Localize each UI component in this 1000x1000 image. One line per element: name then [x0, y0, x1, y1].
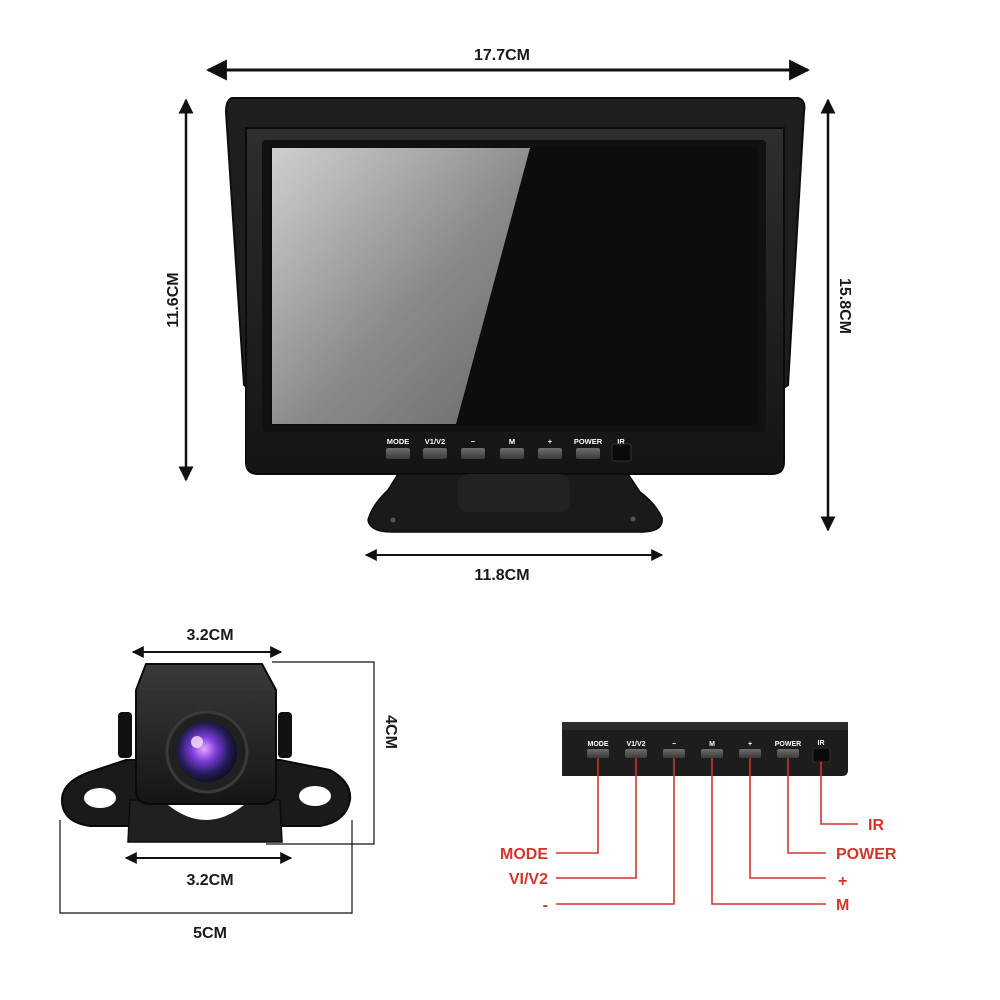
callout-plus: +	[838, 873, 847, 890]
closeup-label-power: POWER	[775, 741, 801, 748]
camera-lens	[177, 722, 237, 782]
stand-screw-right	[630, 516, 636, 522]
plus-button[interactable]	[538, 448, 562, 459]
callout-line-m	[711, 758, 826, 905]
closeup-power-button[interactable]	[777, 749, 799, 758]
callout-power: POWER	[836, 846, 897, 863]
label-power: POWER	[574, 437, 603, 446]
minus-button[interactable]	[461, 448, 485, 459]
closeup-plus-button[interactable]	[739, 749, 761, 758]
camera-knob-left	[118, 712, 132, 758]
camera-top-width-label: 3.2CM	[186, 627, 233, 644]
callout-line-ir	[820, 762, 858, 825]
m-button[interactable]	[500, 448, 524, 459]
mode-button[interactable]	[386, 448, 410, 459]
ir-sensor	[611, 443, 632, 462]
callout-mode: MODE	[500, 846, 548, 863]
closeup-label-v1v2: V1/V2	[626, 741, 645, 748]
closeup-panel-top	[562, 722, 848, 730]
monitor-screen-height-label: 11.6CM	[165, 272, 182, 327]
label-plus: +	[548, 437, 553, 446]
camera-lens-highlight	[191, 736, 203, 748]
backup-camera	[60, 663, 352, 843]
callout-v1v2: VI/V2	[509, 871, 548, 888]
camera-bracket-width-line	[59, 820, 353, 914]
label-m: M	[509, 437, 515, 446]
closeup-label-ir: IR	[818, 740, 825, 747]
stand-width-label: 11.8CM	[474, 567, 529, 584]
monitor-width-label: 17.7CM	[474, 47, 530, 64]
label-mode: MODE	[387, 437, 410, 446]
closeup-v1v2-button[interactable]	[625, 749, 647, 758]
monitor-button-panel: MODE V1/V2 − M + POWER IR	[386, 437, 632, 462]
closeup-label-plus: +	[748, 741, 752, 748]
closeup-mode-button[interactable]	[587, 749, 609, 758]
monitor: MODE V1/V2 − M + POWER IR	[224, 97, 806, 533]
label-ir: IR	[617, 437, 625, 446]
callout-line-minus	[556, 758, 675, 905]
callout-line-power	[787, 758, 826, 854]
closeup-minus-button[interactable]	[663, 749, 685, 758]
camera-height-label: 4CM	[382, 715, 399, 749]
power-button[interactable]	[576, 448, 600, 459]
camera-height-bracket	[266, 661, 375, 845]
screen-glare	[272, 148, 530, 424]
stand-neck	[458, 474, 570, 512]
callout-line-mode	[556, 758, 599, 854]
callout-ir: IR	[868, 817, 884, 834]
monitor-total-height-label: 15.8CM	[836, 278, 853, 334]
callout-line-plus	[749, 758, 826, 879]
closeup-label-minus: −	[672, 741, 676, 748]
camera-knob-right	[278, 712, 292, 758]
closeup-label-mode: MODE	[588, 741, 609, 748]
camera-bottom-width-label: 3.2CM	[186, 872, 233, 889]
callout-minus: -	[543, 897, 548, 914]
closeup-m-button[interactable]	[701, 749, 723, 758]
bracket-hole-right	[299, 786, 331, 806]
stand-screw-left	[390, 517, 396, 523]
closeup-label-m: M	[709, 741, 715, 748]
camera-base-window	[168, 805, 244, 820]
callout-line-v1v2	[556, 758, 637, 879]
label-minus: −	[471, 437, 476, 446]
button-closeup: MODE V1/V2 − M + POWER IR	[562, 722, 848, 776]
bracket-hole-left	[84, 788, 116, 808]
v1v2-button[interactable]	[423, 448, 447, 459]
closeup-ir-sensor	[812, 747, 831, 763]
callout-lines	[556, 758, 858, 905]
callout-m: M	[836, 897, 849, 914]
label-v1v2: V1/V2	[425, 437, 445, 446]
camera-bracket-width-label: 5CM	[193, 925, 227, 942]
